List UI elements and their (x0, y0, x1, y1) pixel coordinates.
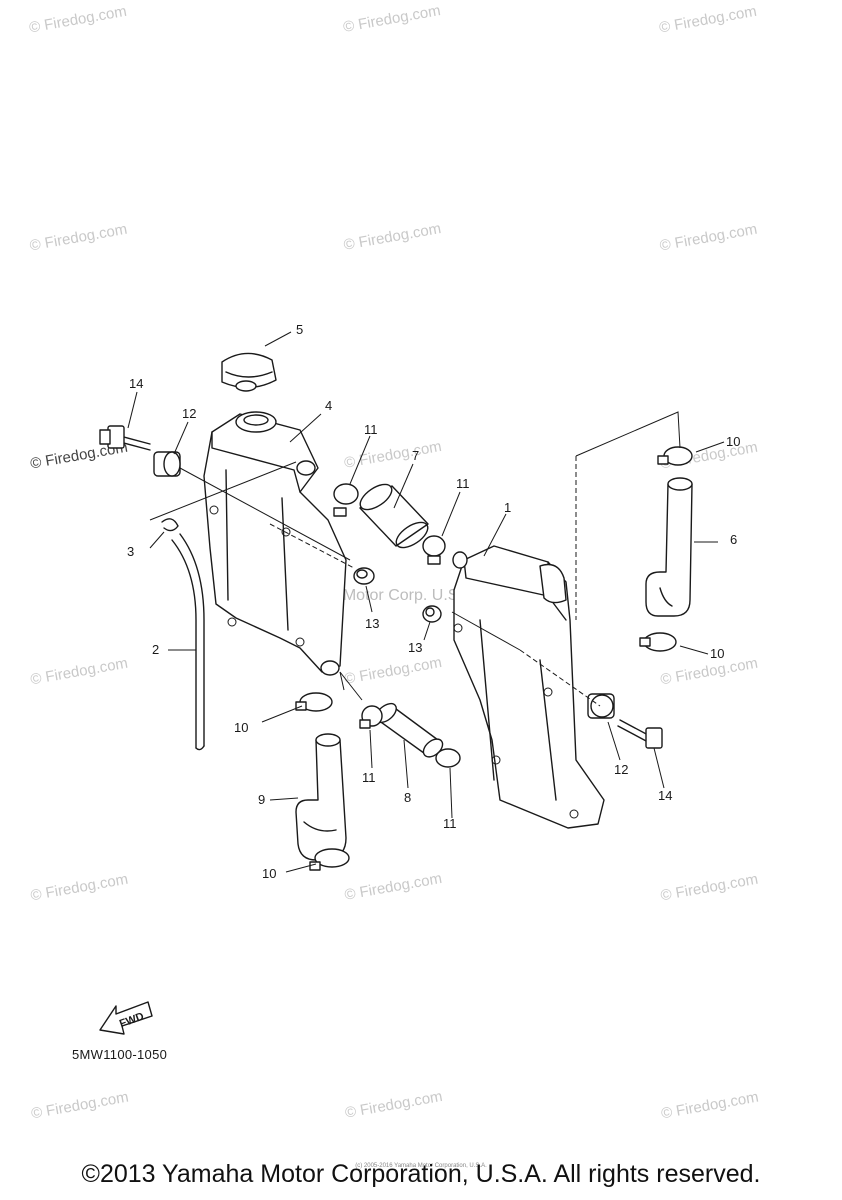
callout-10: 10 (262, 866, 276, 881)
watermark: © Firedog.com (658, 3, 758, 37)
overflow-pipe (171, 533, 205, 751)
callout-12: 12 (614, 762, 628, 777)
connecting-hose-upper (359, 483, 429, 549)
callout-11: 11 (362, 770, 376, 785)
callout-7: 7 (412, 448, 419, 463)
damper-right (587, 693, 615, 719)
callout-8: 8 (404, 790, 411, 805)
watermark: © Firedog.com (28, 3, 128, 37)
left-radiator (203, 411, 347, 676)
callout-9: 9 (258, 792, 265, 807)
assembly-lines (149, 411, 681, 707)
watermark: © Firedog.com (28, 221, 128, 255)
callout-10: 10 (234, 720, 248, 735)
callout-12: 12 (182, 406, 196, 421)
right-radiator (452, 545, 605, 829)
diagram-code: 5MW1100-1050 (72, 1047, 168, 1062)
connecting-hose-lower (375, 702, 444, 758)
leader-lines (127, 331, 725, 873)
callout-11: 11 (364, 422, 378, 437)
clip (161, 518, 179, 532)
radiator-cap (221, 352, 277, 392)
radiator-hose-lower (295, 733, 347, 861)
watermark: © Firedog.com (343, 870, 443, 904)
watermarks: © Firedog.com © Firedog.com © Firedog.co… (28, 2, 760, 1122)
forward-arrow-icon: FWD (99, 1001, 153, 1035)
hose-clamp (314, 848, 350, 868)
radiator-hose-right (645, 477, 693, 617)
watermark: © Firedog.com (30, 1089, 130, 1123)
watermark: © Firedog.com (343, 654, 443, 688)
callout-10: 10 (726, 434, 740, 449)
watermark: © Firedog.com (29, 655, 129, 689)
hose-clamps (295, 446, 693, 871)
tiny-notice: (c) 2005-2016 Yamaha Motor Corporation, … (355, 1163, 487, 1169)
hose-clamp-screw (639, 637, 651, 647)
callout-11: 11 (456, 476, 470, 491)
callout-14: 14 (129, 376, 143, 391)
watermark: © Firedog.com (343, 438, 443, 472)
callout-3: 3 (127, 544, 134, 559)
copyright-notice: ©2013 Yamaha Motor Corporation, U.S.A. A… (81, 1160, 761, 1188)
callout-14: 14 (658, 788, 672, 803)
watermark: © Firedog.com (660, 1089, 760, 1123)
hose-clamp-screw (333, 507, 347, 517)
damper-left (153, 451, 181, 477)
hose-clamp (333, 483, 359, 505)
callout-1: 1 (504, 500, 511, 515)
watermark: © Firedog.com (659, 871, 759, 905)
bolt-left (99, 425, 151, 451)
watermark: © Firedog.com (29, 871, 129, 905)
collar-left (353, 567, 375, 585)
callout-2: 2 (152, 642, 159, 657)
watermark: © Firedog.com (342, 220, 442, 254)
callout-10: 10 (710, 646, 724, 661)
watermark: © Firedog.com (342, 2, 442, 36)
bolt-right (617, 719, 663, 749)
hose-clamp (435, 748, 461, 768)
callout-6: 6 (730, 532, 737, 547)
callout-5: 5 (296, 322, 303, 337)
callout-11: 11 (443, 816, 457, 831)
callout-13: 13 (408, 640, 422, 655)
hose-clamp-screw (359, 719, 371, 729)
callout-numbers: 5 14 12 4 11 7 11 1 10 6 10 3 2 13 13 10… (127, 322, 740, 881)
hose-clamp-screw (427, 555, 441, 565)
collar-right (422, 605, 442, 623)
callout-13: 13 (365, 616, 379, 631)
hose-clamp-screw (657, 455, 669, 465)
watermark: © Firedog.com (344, 1088, 444, 1122)
hose-clamp (422, 535, 446, 557)
watermark: © Firedog.com (658, 221, 758, 255)
callout-4: 4 (325, 398, 332, 413)
hose-clamp-screw (309, 861, 321, 871)
